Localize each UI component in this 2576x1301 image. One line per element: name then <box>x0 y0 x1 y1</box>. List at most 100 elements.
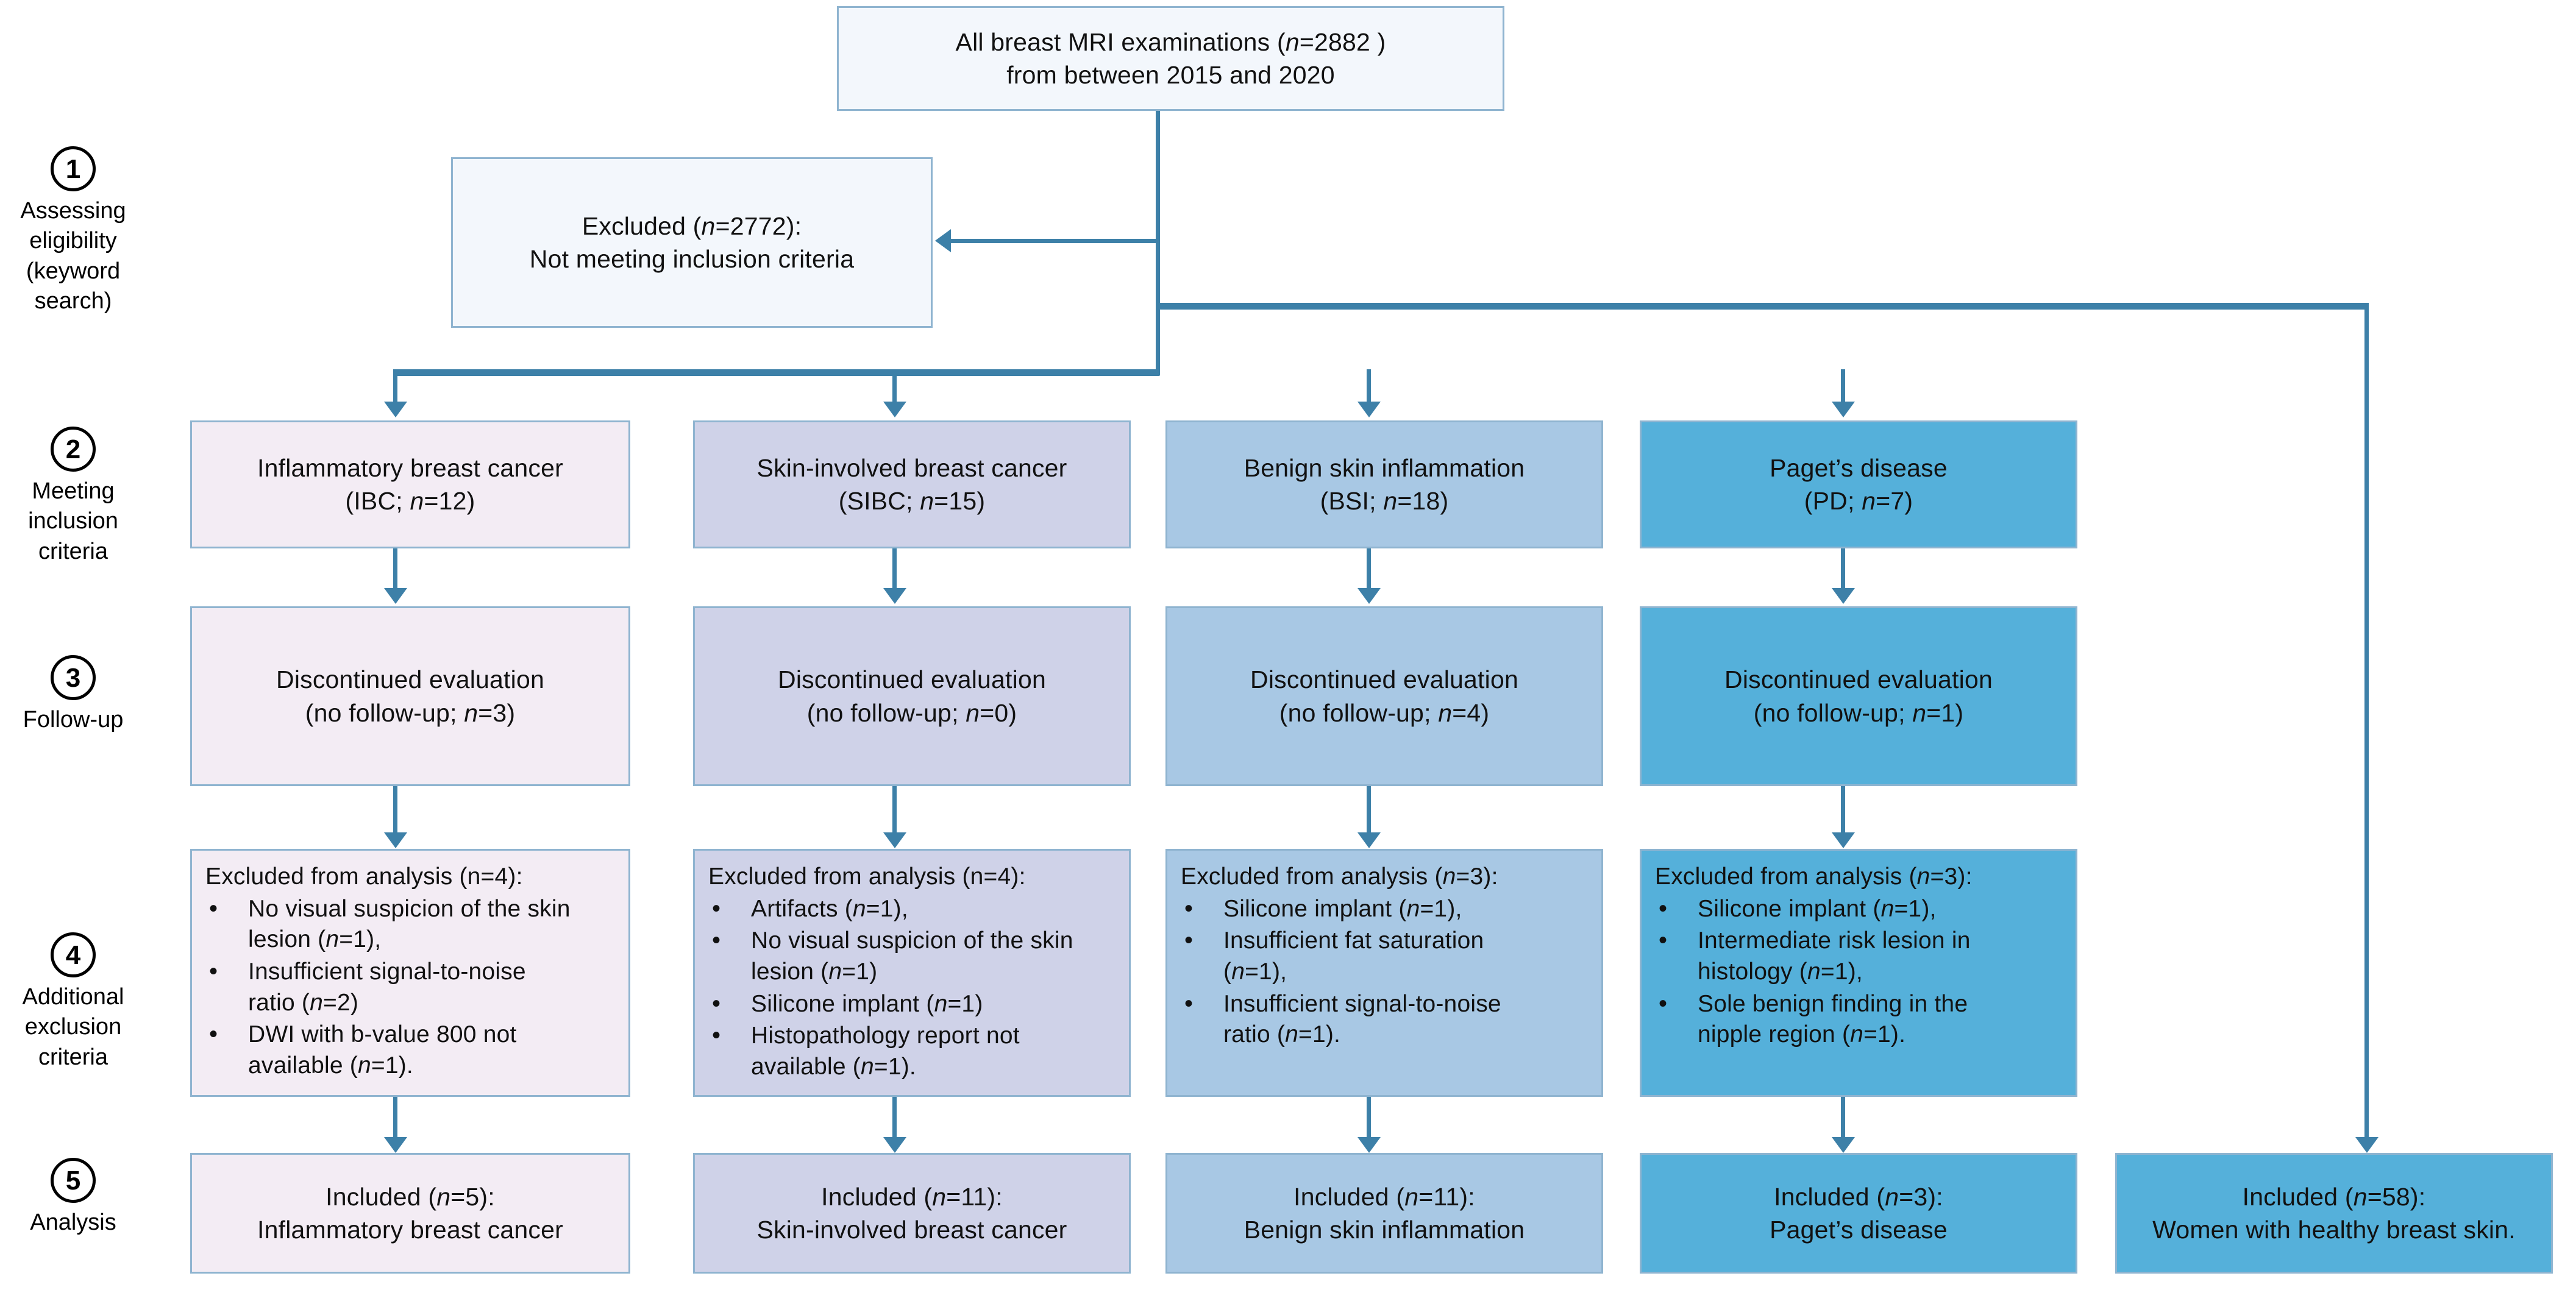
node-category-sibc-abbrev: (SIBC; n=15) <box>838 487 986 515</box>
connector-distribution-bar <box>393 369 1160 376</box>
node-exclusions-ibc: Excluded from analysis (n=4): No visual … <box>190 849 630 1097</box>
step-caption-1-line-1: Assessing eligibility <box>20 198 126 254</box>
node-category-ibc-name: Inflammatory breast cancer <box>257 453 563 482</box>
connector-col1-to-row2 <box>393 369 397 405</box>
node-included-bsi-line-1: Included (n=11): <box>1293 1182 1475 1211</box>
step-number-1: 1 <box>51 146 96 191</box>
node-included-healthy: Included (n=58): Women with healthy brea… <box>2115 1153 2553 1274</box>
node-excluded-line-1: Excluded (n=2772): <box>582 211 802 240</box>
step-number-4: 4 <box>51 932 96 977</box>
node-category-sibc: Skin-involved breast cancer (SIBC; n=15) <box>693 420 1131 548</box>
step-marker-5: 5 Analysis <box>0 1158 152 1238</box>
arrow-col3-row2-icon <box>1357 402 1381 417</box>
node-included-pd-line-2: Paget’s disease <box>1770 1216 1948 1244</box>
arrow-col2-row4-icon <box>883 832 906 848</box>
connector-col3-row4-row5 <box>1367 1097 1371 1141</box>
node-included-healthy-line-1: Included (n=58): <box>2242 1182 2426 1211</box>
node-discontinued-ibc: Discontinued evaluation (no follow-up; n… <box>190 606 630 786</box>
arrow-col4-row3-icon <box>1832 588 1855 604</box>
node-included-bsi-line-2: Benign skin inflammation <box>1244 1216 1525 1244</box>
step-caption-4-line-1: Additional <box>22 984 124 1010</box>
step-caption-1: Assessing eligibility (keyword search) <box>0 196 152 317</box>
node-exclusions-bsi-header: Excluded from analysis (n=3): <box>1181 863 1498 890</box>
arrow-col4-row4-icon <box>1832 832 1855 848</box>
node-discontinued-bsi: Discontinued evaluation (no follow-up; n… <box>1165 606 1603 786</box>
node-included-bsi: Included (n=11): Benign skin inflammatio… <box>1165 1153 1603 1274</box>
step-caption-1-line-2: (keyword search) <box>26 258 121 314</box>
connector-col2-row3-row4 <box>892 786 897 836</box>
node-exclusions-bsi-list: Silicone implant (n=1), Insufficient fat… <box>1178 893 1501 1052</box>
step-number-2: 2 <box>51 427 96 472</box>
list-item: Artifacts (n=1), <box>706 893 1073 925</box>
node-exclusions-pd-list: Silicone implant (n=1), Intermediate ris… <box>1653 893 1971 1052</box>
arrow-col3-row5-icon <box>1357 1137 1381 1153</box>
node-exclusions-sibc-header: Excluded from analysis (n=4): <box>708 863 1026 890</box>
node-excluded-line-2: Not meeting inclusion criteria <box>529 245 855 273</box>
node-category-sibc-name: Skin-involved breast cancer <box>756 453 1067 482</box>
connector-right-branch-vertical <box>2364 303 2369 1144</box>
step-marker-1: 1 Assessing eligibility (keyword search) <box>0 146 152 317</box>
node-discontinued-ibc-line-2: (no follow-up; n=3) <box>305 698 516 727</box>
node-included-pd-line-1: Included (n=3): <box>1774 1182 1943 1211</box>
step-caption-4-line-3: criteria <box>38 1044 109 1070</box>
node-category-ibc-abbrev: (IBC; n=12) <box>345 487 475 515</box>
connector-col2-row2-row3 <box>892 548 897 591</box>
node-exclusions-sibc-list: Artifacts (n=1), No visual suspicion of … <box>706 893 1073 1084</box>
arrow-col1-row5-icon <box>384 1137 407 1153</box>
node-included-sibc: Included (n=11): Skin-involved breast ca… <box>693 1153 1131 1274</box>
node-included-ibc: Included (n=5): Inflammatory breast canc… <box>190 1153 630 1274</box>
arrow-to-excluded-icon <box>935 229 951 252</box>
step-number-5: 5 <box>51 1158 96 1203</box>
node-included-pd: Included (n=3): Paget’s disease <box>1640 1153 2077 1274</box>
node-discontinued-sibc: Discontinued evaluation (no follow-up; n… <box>693 606 1131 786</box>
node-exclusions-pd-header: Excluded from analysis (n=3): <box>1655 863 1973 890</box>
connector-col1-row3-row4 <box>393 786 397 836</box>
list-item: Silicone implant (n=1), <box>1653 893 1971 925</box>
node-exclusions-bsi: Excluded from analysis (n=3): Silicone i… <box>1165 849 1603 1097</box>
step-marker-4: 4 Additional exclusion criteria <box>0 932 152 1072</box>
connector-col3-to-row2 <box>1367 369 1371 405</box>
step-caption-3-line-1: Follow-up <box>23 707 124 732</box>
connector-col2-row4-row5 <box>892 1097 897 1141</box>
arrow-col4-row2-icon <box>1832 402 1855 417</box>
connector-to-excluded <box>951 239 1158 243</box>
step-number-3: 3 <box>51 655 96 700</box>
arrow-col3-row4-icon <box>1357 832 1381 848</box>
step-marker-3: 3 Follow-up <box>0 655 152 735</box>
connector-col3-row3-row4 <box>1367 786 1371 836</box>
list-item: Silicone implant (n=1), <box>1178 893 1501 925</box>
arrow-col1-row3-icon <box>384 588 407 604</box>
node-included-sibc-line-2: Skin-involved breast cancer <box>756 1216 1067 1244</box>
node-included-ibc-line-2: Inflammatory breast cancer <box>257 1216 563 1244</box>
node-category-bsi: Benign skin inflammation (BSI; n=18) <box>1165 420 1603 548</box>
node-discontinued-bsi-line-2: (no follow-up; n=4) <box>1279 698 1490 727</box>
arrow-col4-row5-icon <box>1832 1137 1855 1153</box>
node-exclusions-ibc-header: Excluded from analysis (n=4): <box>205 863 523 890</box>
node-discontinued-pd-line-1: Discontinued evaluation <box>1724 665 1993 694</box>
node-excluded-not-meeting-criteria: Excluded (n=2772): Not meeting inclusion… <box>451 157 933 328</box>
node-exclusions-sibc: Excluded from analysis (n=4): Artifacts … <box>693 849 1131 1097</box>
step-caption-2-line-2: inclusion <box>28 508 118 534</box>
node-included-ibc-line-1: Included (n=5): <box>326 1182 495 1211</box>
step-caption-3: Follow-up <box>0 705 152 735</box>
arrow-col2-row2-icon <box>883 402 906 417</box>
node-all-examinations-line-2: from between 2015 and 2020 <box>1006 61 1335 89</box>
node-category-bsi-name: Benign skin inflammation <box>1244 453 1525 482</box>
arrow-col2-row3-icon <box>883 588 906 604</box>
connector-col4-row4-row5 <box>1841 1097 1845 1141</box>
node-discontinued-pd: Discontinued evaluation (no follow-up; n… <box>1640 606 2077 786</box>
node-discontinued-sibc-line-2: (no follow-up; n=0) <box>806 698 1017 727</box>
connector-right-branch-horizontal <box>1156 303 2369 310</box>
node-category-pd: Paget’s disease (PD; n=7) <box>1640 420 2077 548</box>
arrow-col2-row5-icon <box>883 1137 906 1153</box>
step-caption-2: Meeting inclusion criteria <box>0 477 152 567</box>
connector-col3-row2-row3 <box>1367 548 1371 591</box>
step-caption-2-line-1: Meeting <box>32 478 115 504</box>
